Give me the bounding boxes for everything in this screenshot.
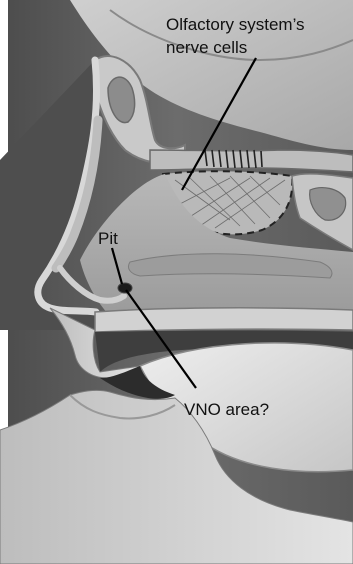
hard-palate: [95, 308, 353, 332]
olfactory-label-line2: nerve cells: [166, 38, 247, 57]
vno-pit-opening: [118, 283, 132, 293]
olfactory-label-line1: Olfactory system’s: [166, 15, 305, 34]
cribriform-plate: [150, 150, 353, 172]
vno-area-label: VNO area?: [184, 400, 269, 419]
pit-label: Pit: [98, 229, 118, 248]
